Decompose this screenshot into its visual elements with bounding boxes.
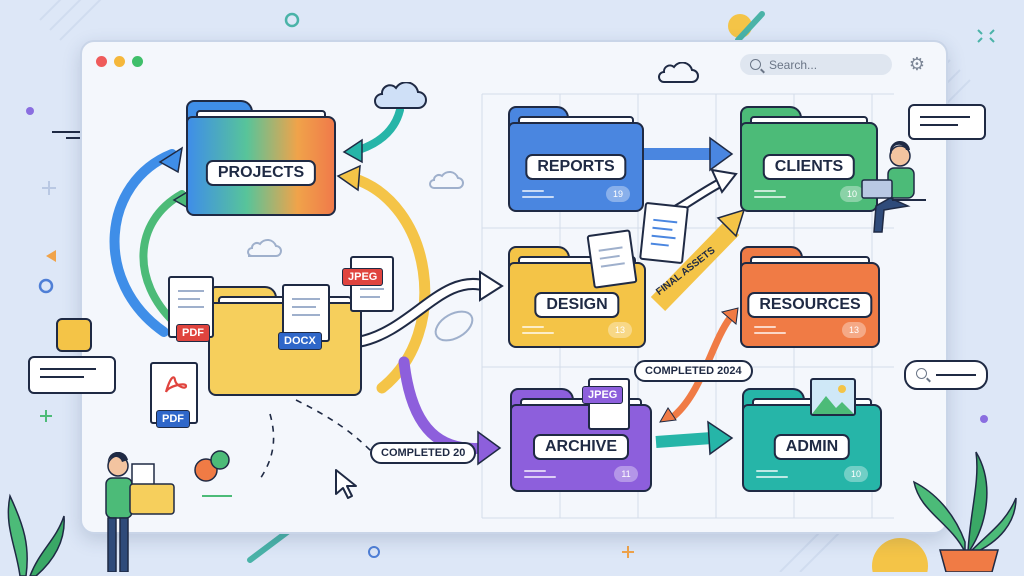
app-window: Search... ⚙	[80, 40, 948, 534]
cloud-icon	[374, 82, 427, 109]
pdf-icon	[164, 376, 188, 393]
chat-bubble-icon	[28, 356, 116, 394]
folder-projects[interactable]: PROJECTS	[186, 100, 336, 216]
item-count-badge: 10	[840, 186, 864, 202]
maximize-dot[interactable]	[132, 56, 143, 67]
decorative-lines	[754, 326, 786, 334]
item-count-badge: 13	[608, 322, 632, 338]
minimize-dot[interactable]	[114, 56, 125, 67]
item-count-badge: 10	[844, 466, 868, 482]
folder-label: CLIENTS	[762, 154, 856, 180]
jpeg-tag: JPEG	[342, 268, 384, 286]
folder-archive[interactable]: ARCHIVE 11	[510, 388, 652, 492]
chart-sticker-icon	[56, 318, 92, 352]
folder-resources[interactable]: RESOURCES 13	[740, 246, 880, 348]
person-with-laptop	[861, 140, 926, 233]
folder-label: PROJECTS	[205, 160, 317, 186]
folder-label: ADMIN	[773, 434, 851, 460]
pdf-tag: PDF	[156, 410, 190, 428]
search-bubble-icon	[904, 360, 988, 390]
decorative-lines	[522, 326, 554, 334]
item-count-badge: 13	[842, 322, 866, 338]
cloud-icon	[658, 62, 699, 83]
folder-label: DESIGN	[534, 292, 620, 318]
cloud-icon	[247, 239, 282, 257]
document-icon[interactable]	[639, 201, 689, 265]
decorative-lines	[756, 470, 788, 478]
decorative-lines	[522, 190, 554, 198]
title-bar: Search... ⚙	[82, 42, 946, 82]
docx-tag: DOCX	[278, 332, 322, 350]
pdf-tag: PDF	[176, 324, 210, 342]
cursor-icon	[335, 469, 357, 499]
decorative-lines	[754, 190, 786, 198]
folder-clients[interactable]: CLIENTS 10	[740, 106, 878, 212]
search-icon	[916, 368, 927, 379]
folder-label: REPORTS	[525, 154, 627, 180]
item-count-badge: 11	[614, 466, 638, 482]
gear-icon[interactable]: ⚙	[908, 54, 926, 74]
search-bar[interactable]: Search...	[740, 54, 892, 75]
decorative-lines	[524, 470, 556, 478]
annotation-completed-2024: COMPLETED 2024	[634, 360, 753, 382]
annotation-completed-20: COMPLETED 20	[370, 442, 477, 464]
jpeg-tag: JPEG	[582, 386, 624, 404]
folder-label: ARCHIVE	[532, 434, 630, 460]
item-count-badge: 19	[606, 186, 630, 202]
folder-reports[interactable]: REPORTS 19	[508, 106, 644, 212]
document-icon[interactable]	[586, 229, 638, 289]
plant-icon	[912, 451, 1017, 572]
folder-label: RESOURCES	[747, 292, 873, 318]
person-with-folder	[105, 452, 175, 572]
search-icon	[750, 59, 761, 70]
search-placeholder: Search...	[769, 57, 818, 72]
image-file-icon	[810, 378, 856, 416]
chat-bubble-icon	[908, 104, 986, 140]
laptop-icon	[861, 179, 893, 199]
close-dot[interactable]	[96, 56, 107, 67]
cloud-icon	[429, 171, 464, 189]
plant-icon	[7, 493, 65, 576]
